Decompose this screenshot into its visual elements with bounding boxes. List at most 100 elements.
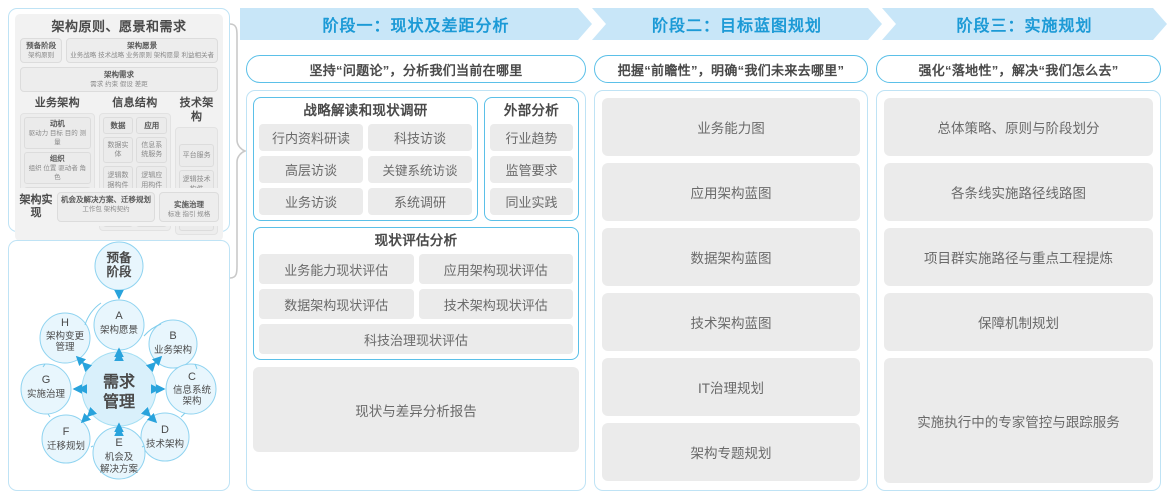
- chip-phase3-2[interactable]: 项目群实施路径与重点工程提炼: [884, 228, 1153, 286]
- adm-cycle-diagram: 预备 阶段 A 架构愿景 B 业务架构 C 信息系统 架构 D 技术架构 E 机…: [20, 241, 217, 480]
- external-chip-stack: 行业趋势 监管要求 同业实践: [490, 124, 573, 215]
- adm-node-f: [41, 414, 91, 464]
- chip-research-3[interactable]: 关键系统访谈: [368, 156, 472, 183]
- chip-phase2-4[interactable]: IT治理规划: [602, 358, 860, 416]
- svg-text:迁移规划: 迁移规划: [47, 440, 85, 452]
- phase-subtitle-3: 强化“落地性”，解决“我们怎么去”: [876, 55, 1161, 83]
- framework-bottom: 架构实现 机会及解决方案、迁移规划 工作包 架构契约 实施治理 标准 指引 规格: [15, 188, 223, 226]
- column-header: 技术架构: [179, 97, 214, 123]
- chip-research-2[interactable]: 高层访谈: [259, 156, 363, 183]
- chip-assessment-full[interactable]: 科技治理现状评估: [259, 324, 573, 354]
- chip-phase3-4[interactable]: 实施执行中的专家管控与跟踪服务: [884, 358, 1153, 483]
- framework-box-vision: 架构愿景 业务战略 技术战略 业务原则 架构愿景 利益相关者: [66, 38, 218, 63]
- svg-text:F: F: [63, 426, 70, 438]
- group-current-state-assessment: 现状评估分析 业务能力现状评估 应用架构现状评估 数据架构现状评估 技术架构现状…: [253, 227, 579, 360]
- svg-text:预备: 预备: [106, 250, 132, 265]
- box-sub: 业务战略 技术战略 业务原则 架构愿景 利益相关者: [70, 52, 214, 59]
- bracket-connector-icon: [229, 23, 246, 279]
- chip-assessment-0[interactable]: 业务能力现状评估: [259, 254, 414, 284]
- phase-banner-1: 阶段一：现状及差距分析: [240, 8, 592, 40]
- left-column: 架构原则、愿景和需求 预备阶段 架构原则 架构愿景 业务战略 技术战略 业务原则…: [8, 8, 230, 491]
- group-strategy-research: 战略解读和现状调研 行内资料研读 科技访谈 高层访谈 关键系统访谈 业务访谈 系…: [253, 97, 478, 221]
- svg-text:A: A: [115, 310, 123, 322]
- svg-text:E: E: [115, 437, 122, 449]
- phase-banner-2: 阶段二：目标蓝图规划: [592, 8, 882, 40]
- chip-gap-analysis-report[interactable]: 现状与差异分析报告: [253, 367, 579, 452]
- chip-research-0[interactable]: 行内资料研读: [259, 124, 363, 151]
- chip-research-5[interactable]: 系统调研: [368, 188, 472, 215]
- research-chip-grid: 行内资料研读 科技访谈 高层访谈 关键系统访谈 业务访谈 系统调研: [259, 124, 472, 215]
- svg-text:管理: 管理: [103, 392, 135, 411]
- adm-arrow-d-center: [140, 406, 158, 424]
- adm-arrow-b-center: [145, 355, 163, 373]
- chip-external-2[interactable]: 同业实践: [490, 188, 573, 215]
- svg-text:机会及: 机会及: [105, 451, 134, 463]
- box-sub: 架构原则: [28, 52, 55, 59]
- adm-node-h: [39, 312, 91, 364]
- chip-phase3-1[interactable]: 各条线实施路径线路图: [884, 163, 1153, 221]
- cell-title: 应用: [144, 120, 160, 130]
- box-title: 架构需求: [104, 70, 134, 79]
- adm-arrow-h-center: [75, 355, 93, 373]
- banner-arrow-shape: [240, 8, 592, 40]
- phase2-chip-stack: 业务能力图 应用架构蓝图 数据架构蓝图 技术架构蓝图 IT治理规划 架构专题规划: [602, 98, 860, 481]
- framework-box-opportunity: 机会及解决方案、迁移规划 工作包 架构契约: [57, 192, 155, 222]
- chip-phase3-0[interactable]: 总体策略、原则与阶段划分: [884, 98, 1153, 156]
- chip-assessment-1[interactable]: 应用架构现状评估: [418, 254, 573, 284]
- svg-text:业务架构: 业务架构: [154, 344, 192, 356]
- chip-external-0[interactable]: 行业趋势: [490, 124, 573, 151]
- framework-cell: 数据实体: [102, 137, 134, 163]
- chip-research-4[interactable]: 业务访谈: [259, 188, 363, 215]
- cell-sub: 组织 位置 驱动者 角色: [28, 165, 87, 181]
- cell-title: 信息系统服务: [141, 141, 163, 159]
- chip-phase2-5[interactable]: 架构专题规划: [602, 423, 860, 481]
- chip-external-1[interactable]: 监管要求: [490, 156, 573, 183]
- cell-title: 动机: [49, 119, 65, 128]
- box-title: 预备阶段: [26, 41, 57, 50]
- chip-phase3-3[interactable]: 保障机制规划: [884, 293, 1153, 351]
- banner-arrow-shape: [592, 8, 882, 40]
- adm-arrow-f-center: [80, 406, 98, 424]
- framework-row-1: 预备阶段 架构原则 架构愿景 业务战略 技术战略 业务原则 架构愿景 利益相关者: [20, 38, 218, 63]
- chip-assessment-3[interactable]: 技术架构现状评估: [418, 289, 573, 319]
- chip-phase2-3[interactable]: 技术架构蓝图: [602, 293, 860, 351]
- box-sub: 工作包 架构契约: [82, 206, 130, 213]
- chip-phase2-2[interactable]: 数据架构蓝图: [602, 228, 860, 286]
- svg-text:需求: 需求: [103, 372, 136, 391]
- chip-research-1[interactable]: 科技访谈: [368, 124, 472, 151]
- framework-cell: 组织 组织 位置 驱动者 角色: [24, 152, 91, 184]
- box-title: 架构愿景: [127, 41, 158, 50]
- phase3-chip-stack: 总体策略、原则与阶段划分 各条线实施路径线路图 项目群实施路径与重点工程提炼 保…: [884, 98, 1153, 483]
- cell-title: 平台服务: [182, 151, 211, 159]
- svg-text:架构愿景: 架构愿景: [100, 324, 138, 336]
- cell-title: 数据实体: [107, 141, 129, 159]
- box-title: 机会及解决方案、迁移规划: [61, 195, 151, 204]
- chip-assessment-2[interactable]: 数据架构现状评估: [259, 289, 414, 319]
- phase-subtitle-2: 把握“前瞻性”，明确“我们未来去哪里”: [594, 55, 868, 83]
- framework-cell: 动机 驱动力 目标 目的 测量: [24, 117, 91, 149]
- framework-row-2: 架构需求 需求 约束 假设 差距: [20, 67, 218, 92]
- cell-title: 逻辑应用构件: [141, 172, 163, 189]
- banner-arrow-shape: [882, 8, 1167, 40]
- svg-text:G: G: [42, 374, 51, 386]
- chip-phase2-0[interactable]: 业务能力图: [602, 98, 860, 156]
- svg-text:架构: 架构: [182, 395, 201, 407]
- adm-node-c: [165, 363, 217, 415]
- box-sub: 需求 约束 假设 差距: [90, 81, 148, 88]
- assessment-chip-grid: 业务能力现状评估 应用架构现状评估 数据架构现状评估 技术架构现状评估: [259, 254, 573, 319]
- svg-text:管理: 管理: [55, 341, 75, 353]
- framework-box-governance: 实施治理 标准 指引 规格: [159, 192, 219, 222]
- svg-text:实施治理: 实施治理: [27, 388, 66, 400]
- phase-banner-label: 阶段二：目标蓝图规划: [651, 18, 822, 35]
- svg-text:架构变更: 架构变更: [46, 330, 85, 342]
- phase-1-panel: 战略解读和现状调研 行内资料研读 科技访谈 高层访谈 关键系统访谈 业务访谈 系…: [246, 90, 586, 491]
- svg-text:H: H: [61, 317, 69, 329]
- chip-phase2-1[interactable]: 应用架构蓝图: [602, 163, 860, 221]
- adm-cycle-card: 预备 阶段 A 架构愿景 B 业务架构 C 信息系统 架构 D 技术架构 E 机…: [8, 240, 230, 491]
- framework-cell: 信息系统服务: [136, 137, 168, 163]
- architecture-framework-card: 架构原则、愿景和需求 预备阶段 架构原则 架构愿景 业务战略 技术战略 业务原则…: [8, 8, 230, 241]
- cell-sub: 驱动力 目标 目的 测量: [28, 130, 87, 146]
- framework-box-prelim: 预备阶段 架构原则: [20, 38, 63, 63]
- cell-title: 组织: [49, 154, 65, 163]
- framework-bottom-label: 架构实现: [19, 194, 53, 219]
